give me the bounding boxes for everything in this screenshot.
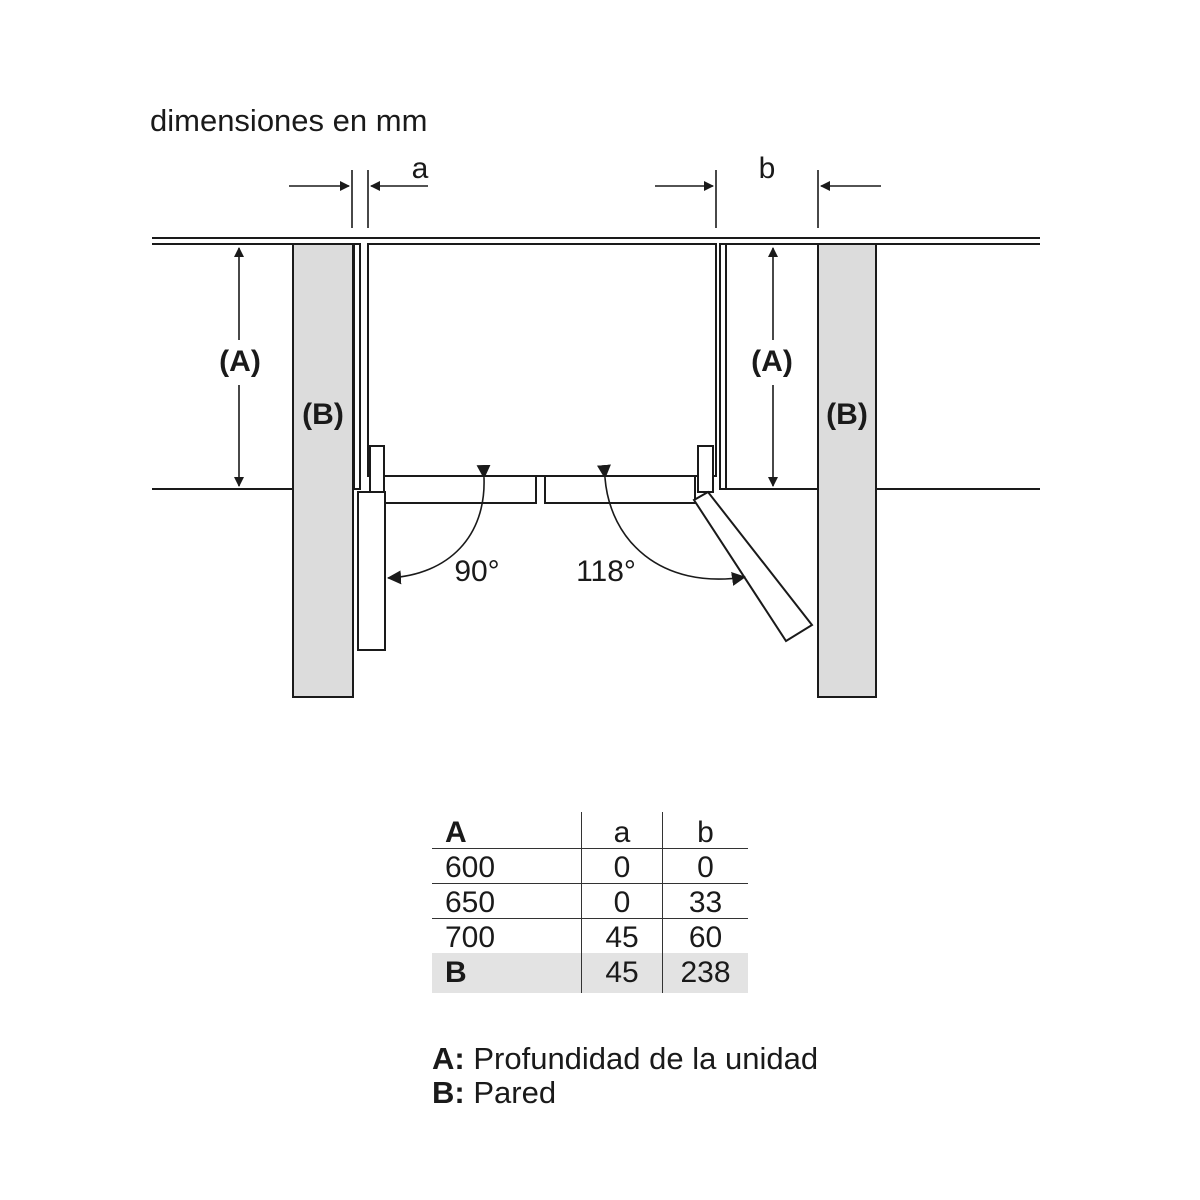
right-gap-strip xyxy=(719,243,727,490)
wall-right xyxy=(817,243,877,698)
legend-key: B: xyxy=(432,1075,465,1110)
legend-item: A: Profundidad de la unidad xyxy=(432,1041,818,1077)
depth-label-right: (A) xyxy=(751,345,793,378)
table-cell: 650 xyxy=(432,883,582,919)
legend-key: A: xyxy=(432,1041,465,1076)
left-gap-strip xyxy=(353,243,361,490)
table-cell: 700 xyxy=(445,921,496,954)
dim-a-label: a xyxy=(412,152,429,185)
table-cell: 45 xyxy=(581,953,663,993)
wall-label-left: (B) xyxy=(302,398,344,431)
door-left-closed xyxy=(383,475,537,504)
table-row: 700 45 60 xyxy=(432,918,748,954)
table-cell: 0 xyxy=(581,848,663,884)
table-header-cell: A xyxy=(432,812,582,849)
table-cell: B xyxy=(432,953,582,993)
table-cell: 0 xyxy=(662,848,748,884)
diagram-caption: dimensiones en mm xyxy=(150,103,428,138)
table-header-row: A a b xyxy=(432,812,748,849)
appliance-body xyxy=(367,243,717,477)
angle-arc-90 xyxy=(387,464,491,585)
clearance-table: A a b 600 0 0 650 0 33 700 45 60 B 45 23… xyxy=(432,812,748,993)
table-cell: 45 xyxy=(581,918,663,953)
hinge-left xyxy=(369,445,385,493)
door-right-closed xyxy=(544,475,696,504)
table-cell: 33 xyxy=(662,883,748,919)
table-cell: 0 xyxy=(581,883,663,919)
legend-item: B: Pared xyxy=(432,1075,556,1111)
legend-text: Profundidad de la unidad xyxy=(473,1041,819,1076)
angle-label-118: 118° xyxy=(576,555,636,588)
angle-label-90: 90° xyxy=(454,555,499,588)
hinge-right xyxy=(697,445,714,493)
table-cell: 238 xyxy=(662,953,748,993)
table-header-cell: b xyxy=(662,812,748,849)
table-cell: 600 xyxy=(432,848,582,884)
door-clearance-diagram: a b (A) (A) (B) (B) 90° 118° xyxy=(152,152,1040,698)
depth-label-left: (A) xyxy=(219,345,261,378)
table-row: 650 0 33 xyxy=(432,883,748,919)
wall-left xyxy=(292,243,354,698)
table-cell: 60 xyxy=(662,918,748,953)
door-left-open xyxy=(357,491,386,651)
legend-text: Pared xyxy=(473,1075,557,1110)
angle-arc-118 xyxy=(596,464,746,586)
door-right-open xyxy=(692,490,814,643)
dim-b-label: b xyxy=(759,152,776,185)
table-header-cell: a xyxy=(581,812,663,849)
table-row-wall: B 45 238 xyxy=(432,953,748,993)
table-row: 600 0 0 xyxy=(432,848,748,884)
wall-label-right: (B) xyxy=(826,398,868,431)
